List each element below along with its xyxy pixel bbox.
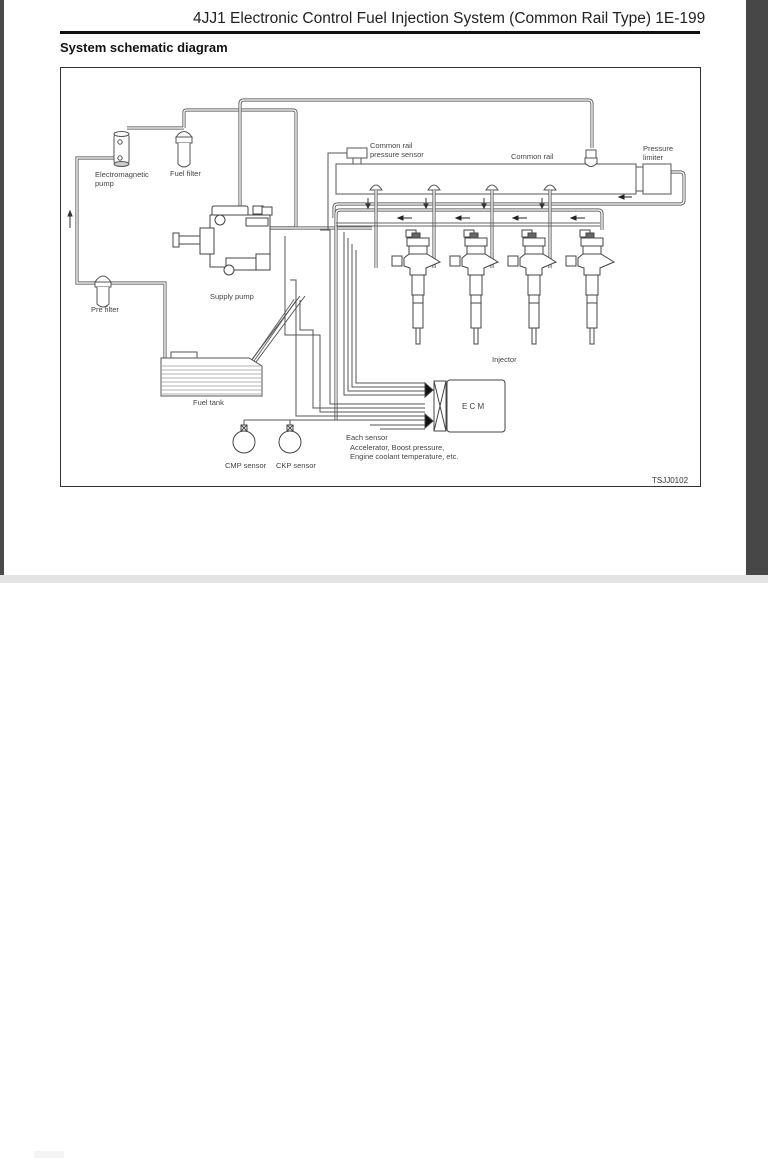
label-line: Electromagnetic — [95, 170, 149, 179]
injector-part — [406, 237, 430, 247]
cmp-sensor-drawing — [232, 424, 256, 454]
injector-part — [449, 255, 461, 267]
ecm-drawing — [424, 379, 506, 433]
label-line: Common rail — [370, 141, 413, 150]
label-line: Engine coolant temperature, etc. — [350, 451, 459, 461]
label-line: pressure sensor — [370, 149, 424, 159]
injector-1 — [391, 229, 442, 345]
injectors — [391, 229, 616, 345]
label-cmp-sensor: CMP sensor — [225, 461, 267, 470]
scrollbar-thumb[interactable] — [34, 1151, 64, 1158]
label-each-sensor-detail: Accelerator, Boost pressure,Engine coola… — [350, 443, 459, 461]
label-fuel-tank: Fuel tank — [193, 398, 224, 407]
label-line: pump — [95, 178, 114, 188]
injector-part — [411, 232, 421, 239]
injector-part — [528, 302, 540, 329]
injector-part — [522, 237, 546, 247]
injector-part — [531, 327, 537, 345]
injector-part — [589, 327, 595, 345]
label-line: Accelerator, Boost pressure, — [350, 443, 445, 452]
injector-part — [524, 245, 544, 255]
injector-4 — [565, 229, 616, 345]
injector-part — [469, 232, 479, 239]
injector-3 — [507, 229, 558, 345]
ckp-sensor-drawing — [278, 424, 302, 454]
rail-outlets — [369, 184, 557, 191]
injector-part — [585, 232, 595, 239]
supply-pump-drawing — [172, 205, 273, 276]
injector-part — [528, 294, 540, 304]
label-line: limiter — [643, 152, 663, 162]
viewer-frame-left — [0, 0, 4, 575]
viewer-frame-right — [746, 0, 768, 575]
injector-part — [469, 274, 483, 296]
figure-code: TSJJ0102 — [652, 476, 689, 485]
injector-part — [582, 245, 602, 255]
injector-part — [464, 237, 488, 247]
injector-part — [577, 253, 616, 276]
page-header: 4JJ1 Electronic Control Fuel Injection S… — [193, 10, 706, 27]
label-each-sensor: Each sensor — [346, 433, 388, 442]
injector-part — [415, 327, 421, 345]
section-title: System schematic diagram — [60, 40, 228, 55]
injector-2 — [449, 229, 500, 345]
injector-part — [565, 255, 577, 267]
label-injector: Injector — [492, 355, 517, 364]
label-ecm: E C M — [462, 402, 485, 411]
injector-part — [580, 237, 604, 247]
flow-arrow-up — [67, 209, 73, 228]
label-fuel-filter: Fuel filter — [170, 169, 201, 178]
injector-part — [411, 274, 425, 296]
pre-filter — [94, 275, 112, 308]
injector-part — [470, 294, 482, 304]
header-rule — [60, 31, 700, 34]
label-pre-filter: Pre filter — [91, 305, 119, 314]
ecm-wiring — [243, 229, 425, 430]
injector-part — [473, 327, 479, 345]
injector-part — [527, 274, 541, 296]
common-rail-drawing — [335, 147, 672, 195]
electromagnetic-pump — [113, 131, 130, 167]
injector-part — [586, 302, 598, 329]
label-ckp-sensor: CKP sensor — [276, 461, 316, 470]
injector-part — [412, 302, 424, 329]
schematic-diagram — [67, 98, 686, 454]
schematic-diagram-frame — [60, 67, 701, 487]
fuel-filter — [175, 131, 193, 168]
injector-part — [408, 245, 428, 255]
return-flow-arrows — [396, 215, 585, 221]
injector-part — [466, 245, 486, 255]
label-common-rail: Common rail — [511, 152, 554, 161]
injector-part — [391, 255, 403, 267]
injector-part — [586, 294, 598, 304]
label-line: Pressure — [643, 144, 674, 153]
injector-part — [470, 302, 482, 329]
fuel-tank-drawing — [160, 351, 263, 397]
injector-part — [507, 255, 519, 267]
rail-return-arrow — [617, 194, 632, 200]
injector-part — [412, 294, 424, 304]
injector-part — [585, 274, 599, 296]
injector-part — [527, 232, 537, 239]
label-supply-pump: Supply pump — [210, 292, 254, 301]
